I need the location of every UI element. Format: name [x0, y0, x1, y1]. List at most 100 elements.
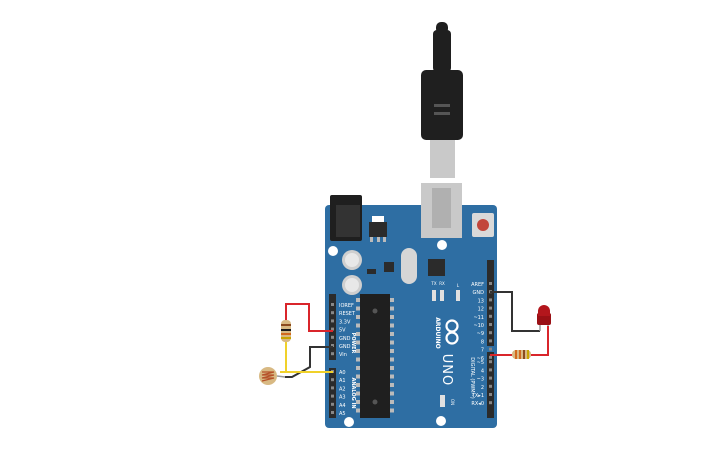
photoresistor-trace: [261, 371, 275, 382]
capacitor-top: [345, 253, 359, 267]
chip-pin: [356, 374, 360, 379]
usb-grip-line: [434, 112, 450, 115]
pin-label: TX▸1: [471, 393, 484, 399]
header-hole[interactable]: [331, 319, 334, 323]
pin-label: GND: [339, 336, 351, 342]
header-hole[interactable]: [489, 376, 492, 380]
header-hole[interactable]: [489, 306, 492, 310]
header-hole[interactable]: [489, 331, 492, 335]
brand-label: ARDUINO: [434, 317, 441, 348]
pin-label: GND: [473, 290, 485, 296]
pin-label: ~9: [477, 331, 484, 337]
pin-label: 5V: [339, 328, 346, 334]
pin-label: A1: [339, 378, 346, 384]
chip-pin: [390, 366, 394, 370]
header-hole[interactable]: [331, 386, 334, 390]
power-header[interactable]: [329, 294, 336, 360]
regulator-tab: [372, 216, 384, 222]
rx-label: RX: [439, 281, 445, 286]
header-hole[interactable]: [489, 323, 492, 326]
header-hole[interactable]: [489, 401, 492, 405]
pin-label: ~11: [473, 315, 484, 321]
resistor-band: [515, 350, 517, 359]
header-hole[interactable]: [331, 394, 334, 398]
usb-plug-metal: [430, 140, 455, 178]
wire-led-red[interactable]: [531, 326, 549, 356]
chip-pin: [356, 349, 360, 353]
resistor-ldr[interactable]: [281, 320, 291, 342]
header-hole[interactable]: [489, 314, 492, 318]
header-hole[interactable]: [331, 411, 334, 414]
header-hole[interactable]: [489, 347, 492, 351]
chip-pin: [356, 357, 360, 362]
chip-pin: [390, 323, 394, 328]
header-hole[interactable]: [331, 303, 334, 306]
model-label: UNO: [439, 354, 454, 386]
photoresistor-lead: [276, 375, 286, 378]
led-indicator-on: [440, 395, 445, 407]
chip-pin: [390, 349, 394, 353]
analog-header[interactable]: [329, 368, 336, 418]
small-component: [367, 269, 376, 274]
wire-gnd-black[interactable]: [285, 346, 333, 378]
header-hole[interactable]: [331, 378, 334, 382]
header-hole[interactable]: [489, 339, 492, 343]
header-hole[interactable]: [489, 393, 492, 396]
arduino-uno-board[interactable]: TX RX L ON ARDUINO UNO IOREFRESET3.3V5VG…: [325, 183, 497, 428]
pin-label: AREF: [471, 282, 484, 288]
pin-label: A2: [339, 386, 346, 392]
header-hole[interactable]: [331, 402, 334, 406]
usb-grip-line: [434, 104, 450, 107]
header-hole[interactable]: [489, 282, 492, 285]
wire-5v-red[interactable]: [285, 303, 333, 332]
regulator-pin: [377, 237, 380, 242]
pin-label: 8: [481, 339, 484, 345]
header-hole[interactable]: [489, 298, 492, 302]
arduino-logo: [445, 319, 459, 345]
resistor-led[interactable]: [512, 350, 531, 359]
resistor-band: [519, 350, 521, 359]
tx-label: TX: [430, 281, 436, 286]
mounting-hole: [437, 240, 447, 250]
header-hole[interactable]: [489, 355, 492, 359]
wire-led-gnd-black[interactable]: [490, 291, 540, 332]
pin-label: ~5: [477, 360, 484, 366]
chip-pin: [390, 383, 394, 387]
analog-section-title: ANALOG IN: [350, 377, 356, 408]
regulator-pin: [370, 237, 373, 242]
resistor-band: [281, 333, 291, 335]
pin-label: 7: [481, 348, 484, 354]
chip-pin: [356, 323, 360, 328]
header-hole[interactable]: [331, 344, 334, 347]
mounting-hole: [436, 416, 446, 426]
chip-pin: [390, 400, 394, 404]
chip-pin: [390, 306, 394, 311]
wires[interactable]: [280, 291, 549, 378]
pin-label: 4: [481, 368, 484, 374]
atmega-chip: [360, 294, 390, 418]
header-hole[interactable]: [331, 352, 334, 356]
photoresistor[interactable]: [259, 367, 286, 385]
power-section-title: POWER: [350, 333, 356, 354]
digital-header-high[interactable]: [487, 260, 494, 346]
chip-pin: [356, 332, 360, 336]
header-hole[interactable]: [331, 335, 334, 339]
header-hole[interactable]: [489, 368, 492, 372]
header-hole[interactable]: [331, 311, 334, 315]
header-hole[interactable]: [489, 384, 492, 388]
pin-label: IOREF: [339, 303, 354, 309]
chip-pin: [356, 298, 360, 302]
header-hole[interactable]: [489, 360, 492, 364]
chip-pin: [356, 400, 360, 404]
usb-cable[interactable]: [421, 22, 463, 178]
chip-pin: [390, 374, 394, 379]
header-hole[interactable]: [331, 327, 334, 331]
l-label: L: [457, 283, 460, 288]
red-led[interactable]: [537, 305, 551, 331]
reset-button-cap[interactable]: [477, 219, 489, 231]
resistor-band: [281, 329, 291, 331]
